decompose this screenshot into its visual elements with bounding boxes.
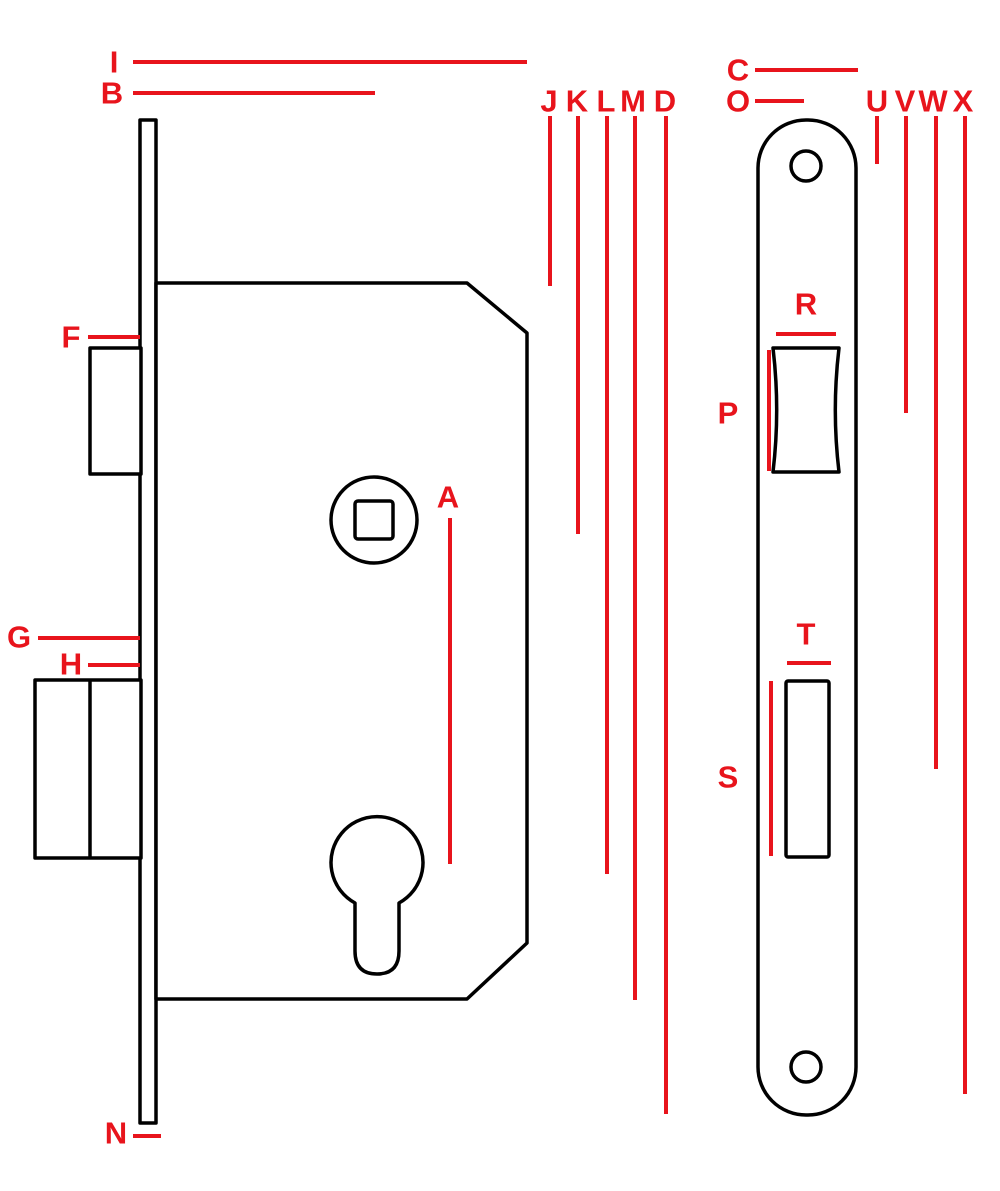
label-G: G bbox=[6, 619, 32, 655]
label-C: C bbox=[726, 52, 750, 88]
label-V: V bbox=[894, 83, 916, 119]
deadbolt-cutout bbox=[784, 679, 831, 859]
label-B: B bbox=[100, 75, 124, 111]
label-W: W bbox=[918, 83, 948, 119]
label-K: K bbox=[565, 83, 589, 119]
label-J: J bbox=[540, 83, 558, 119]
label-T: T bbox=[796, 616, 816, 652]
label-P: P bbox=[717, 395, 739, 431]
dimension-lines bbox=[38, 60, 967, 1138]
label-D: D bbox=[653, 83, 677, 119]
lock-case bbox=[154, 281, 529, 1001]
label-R: R bbox=[794, 286, 818, 322]
label-H: H bbox=[59, 646, 83, 682]
screw-hole-top bbox=[789, 149, 823, 183]
lock-side-view bbox=[33, 118, 529, 1125]
latch-bolt bbox=[88, 346, 143, 476]
label-O: O bbox=[725, 83, 751, 119]
latch-cutout bbox=[771, 346, 841, 474]
label-S: S bbox=[717, 759, 739, 795]
label-N: N bbox=[104, 1115, 128, 1151]
faceplate-edge bbox=[138, 118, 158, 1125]
label-X: X bbox=[952, 83, 974, 119]
spindle-square-hole bbox=[353, 499, 395, 541]
screw-hole-bottom bbox=[789, 1050, 823, 1084]
label-L: L bbox=[596, 83, 616, 119]
label-F: F bbox=[61, 319, 81, 355]
label-I: I bbox=[109, 44, 119, 80]
deadbolt bbox=[33, 678, 143, 860]
label-U: U bbox=[865, 83, 889, 119]
faceplate-front-view bbox=[756, 118, 858, 1117]
label-M: M bbox=[620, 83, 646, 119]
euro-cylinder-hole bbox=[329, 814, 425, 976]
label-A: A bbox=[436, 479, 460, 515]
